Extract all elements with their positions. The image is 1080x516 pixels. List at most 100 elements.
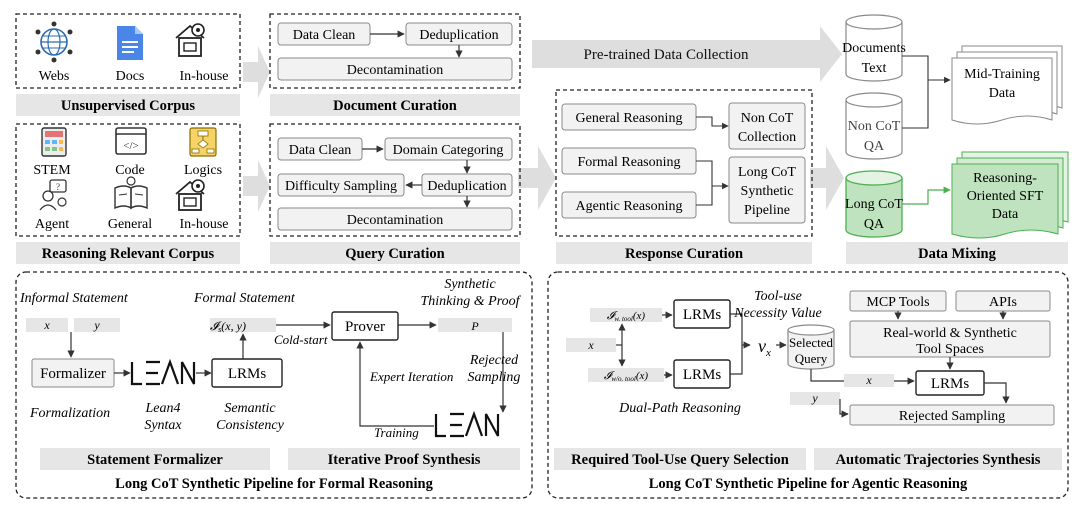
- formal-prover-box: [331, 311, 399, 341]
- mix-connector-longcot: [902, 186, 951, 205]
- agentic-x2: x: [865, 373, 872, 387]
- agentic-pipeline-title: Long CoT Synthetic Pipeline for Agentic …: [649, 476, 968, 492]
- lean4-logo-icon: [130, 358, 196, 386]
- reasoning-title: Reasoning Relevant Corpus: [42, 246, 215, 262]
- agentic-rejected-label: Rejected Sampling: [899, 409, 1005, 424]
- document-curation-panel: Data Clean Deduplication Decontamination: [269, 13, 521, 89]
- calculator-icon: [41, 127, 67, 157]
- agentic-tool-use-l1: Tool-use: [754, 289, 802, 304]
- cylinder-longcot-l2: QA: [864, 217, 885, 232]
- cylinder-documents: Documents Text: [842, 14, 906, 82]
- unsupervised-title: Unsupervised Corpus: [61, 98, 196, 114]
- agentic-vx: vx: [758, 336, 771, 359]
- response-output-longcot-l2: Synthetic: [741, 184, 794, 199]
- data-mixing-title: Data Mixing: [918, 246, 996, 262]
- agentic-iw-box: [590, 308, 662, 322]
- formal-band-right: [288, 448, 520, 470]
- output-reasoning-sft-l1: Reasoning-: [973, 171, 1037, 186]
- formal-training-loop: [356, 341, 434, 427]
- doc-step-decontam: [277, 57, 513, 81]
- response-connector-agentic: [696, 186, 713, 206]
- cylinder-longcot-l1: Long CoT: [845, 197, 903, 212]
- agentic-rejected-box: [849, 404, 1055, 426]
- query-step-dedup-label: Deduplication: [427, 179, 506, 194]
- big-arrow-unsupervised: [243, 46, 270, 98]
- response-output-longcot: [728, 156, 806, 224]
- document-curation-border: [269, 13, 521, 89]
- svg-text:?: ?: [56, 182, 60, 192]
- formal-pipeline-title: Long CoT Synthetic Pipeline for Formal R…: [115, 476, 433, 492]
- agentic-x: x: [587, 338, 594, 352]
- corpus-item-code: Code: [115, 163, 145, 178]
- formal-ixy-box: [210, 318, 276, 332]
- response-curation-title: Response Curation: [625, 246, 743, 262]
- big-arrow-response-to-mixing: [810, 146, 844, 210]
- output-reasoning-sft-l2: Oriented SFT: [967, 189, 1044, 204]
- corpus-item-webs: Webs: [39, 69, 70, 84]
- agentic-lrms2-label: LRMs: [931, 376, 970, 392]
- cylinder-documents-l2: Text: [862, 61, 887, 76]
- big-flow-arrows: [243, 26, 844, 212]
- unsupervised-corpus-panel: Webs Docs In-house: [15, 13, 241, 89]
- open-book-icon: [114, 176, 148, 210]
- svg-text:</>: </>: [123, 140, 138, 152]
- cylinder-longcot: Long CoT QA: [845, 170, 903, 238]
- house-gear-icon: [175, 23, 205, 57]
- formal-pipeline-panel: Informal Statement x y Formalizer Formal…: [15, 271, 533, 499]
- globe-network-icon: [35, 21, 73, 63]
- doc-step-decontam-label: Decontamination: [347, 63, 443, 78]
- agent-chat-icon: ?: [39, 179, 67, 211]
- selected-query-l2: Query: [795, 351, 828, 366]
- formal-y-box: [74, 318, 120, 332]
- document-icon: [117, 26, 143, 60]
- formal-lean4-l1: Lean4: [145, 401, 181, 416]
- agentic-merge-bottom: [730, 345, 743, 375]
- selected-query-l1: Selected: [789, 335, 834, 350]
- agentic-tool-use-l2: Necessity Value: [733, 306, 821, 321]
- big-arrow-query-to-response: [518, 146, 556, 210]
- corpus-item-logics: Logics: [184, 163, 222, 178]
- corpus-item-inhouse: In-house: [180, 69, 229, 84]
- formal-training: Training: [374, 425, 419, 440]
- agentic-lrms-bottom-label: LRMs: [683, 367, 722, 383]
- corpus-item-stem: STEM: [33, 163, 71, 178]
- corpus-item-inhouse-2: In-house: [180, 217, 229, 232]
- reasoning-corpus-panel: STEM </> Code Logics ? Agent: [15, 123, 241, 237]
- query-curation-band: [270, 242, 520, 264]
- output-mid-training-l2: Data: [989, 86, 1016, 101]
- response-output-longcot-l1: Long CoT: [738, 165, 796, 180]
- response-output-noncot-l2: Collection: [738, 130, 796, 145]
- data-mixing-panel: Documents Text Non CoT QA Long CoT QA Mi…: [842, 14, 1069, 239]
- formal-ixy: 𝓘s(x, y): [210, 319, 246, 334]
- cylinder-documents-l1: Documents: [842, 41, 906, 56]
- agentic-y-box: [790, 392, 840, 405]
- formal-lrms-box: [211, 358, 283, 388]
- response-connector-general: [696, 116, 729, 130]
- query-step-domain: [384, 137, 513, 161]
- formal-prover-label: Prover: [345, 319, 385, 335]
- response-connector-formal: [696, 160, 729, 190]
- big-arrow-reasoning: [243, 160, 270, 212]
- query-step-data-clean-label: Data Clean: [289, 143, 352, 158]
- response-output-noncot-l1: Non CoT: [741, 111, 794, 126]
- query-curation-border: [269, 123, 521, 237]
- formal-rejected-l2: Sampling: [468, 370, 521, 385]
- agentic-apis-label: APIs: [989, 295, 1017, 310]
- mix-connector-noncot: [902, 80, 929, 129]
- response-input-agentic-label: Agentic Reasoning: [576, 199, 683, 214]
- query-step-difficulty-label: Difficulty Sampling: [285, 179, 397, 194]
- response-output-noncot: [728, 102, 806, 150]
- cylinder-noncot-l2: QA: [864, 139, 885, 154]
- formal-expert-iteration: Expert Iteration: [369, 369, 453, 384]
- lean4-logo-icon: [434, 410, 500, 438]
- doc-step-dedup-label: Deduplication: [419, 28, 498, 43]
- agentic-x-box: [566, 338, 616, 352]
- response-input-general-label: General Reasoning: [576, 111, 683, 126]
- agentic-iwo-box: [588, 368, 664, 382]
- agentic-band-right-label: Automatic Trajectories Synthesis: [836, 452, 1041, 468]
- query-curation-panel: Data Clean Domain Categoring Deduplicati…: [269, 123, 521, 237]
- mix-connector-documents: [902, 55, 951, 84]
- output-mid-training-l1: Mid-Training: [964, 67, 1040, 82]
- formal-informal-statement: Informal Statement: [19, 291, 129, 306]
- formal-semantic-l2: Consistency: [216, 418, 284, 433]
